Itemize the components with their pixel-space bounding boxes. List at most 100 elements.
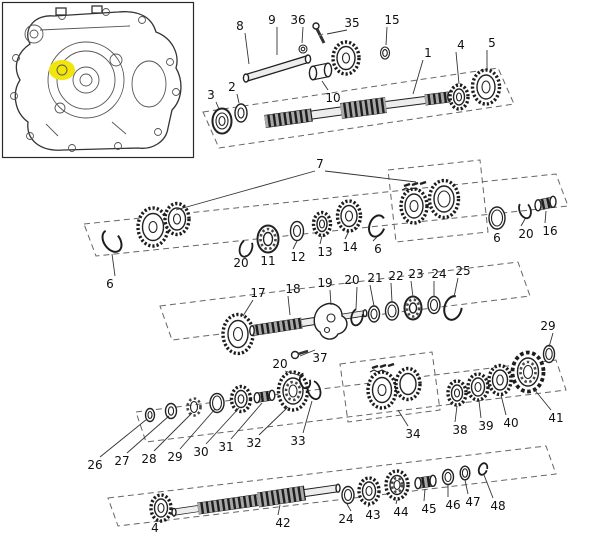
part-label-36: 36 — [290, 13, 305, 27]
part-label-16: 16 — [542, 224, 557, 238]
leader-line-20 — [520, 218, 526, 227]
leader-line-34 — [397, 409, 409, 427]
leader-line-27 — [126, 415, 170, 454]
leader-line-28 — [153, 412, 193, 452]
synchro-assembly-7 — [399, 178, 461, 225]
part-label-24: 24 — [338, 512, 353, 526]
leader-line-35 — [326, 29, 348, 35]
leader-line-19 — [329, 289, 332, 306]
bushing-part-45 — [414, 474, 437, 490]
part-label-24: 24 — [431, 267, 446, 281]
leader-line-29 — [179, 408, 216, 450]
input-shaft-part-1 — [264, 91, 453, 128]
part-label-26: 26 — [87, 458, 102, 472]
sprocket-part-41 — [510, 350, 546, 394]
part-label-5: 5 — [488, 36, 496, 50]
leader-line-12 — [292, 240, 298, 250]
washer-part-21 — [367, 305, 381, 323]
leader-line-21 — [369, 284, 375, 307]
part-label-25: 25 — [455, 264, 470, 278]
leader-line-33 — [302, 400, 313, 434]
leader-line-39 — [478, 400, 482, 419]
part-label-44: 44 — [393, 505, 408, 519]
circlip-part-6-left — [101, 229, 123, 253]
part-label-29: 29 — [167, 450, 182, 464]
leader-line-31 — [230, 402, 263, 440]
circlip-part-20-c — [350, 307, 364, 327]
leader-line-45 — [423, 488, 426, 502]
washer-part-12 — [289, 220, 305, 242]
leader-line-18 — [287, 295, 291, 316]
circlip-part-6-b — [368, 214, 386, 238]
circlip-part-33 — [306, 379, 322, 401]
leader-line-3 — [215, 101, 220, 110]
circlip-part-20-a — [238, 238, 254, 258]
leader-line-7 — [324, 170, 417, 183]
leader-line-40 — [500, 394, 507, 416]
dashed-box-gear-row-3 — [159, 261, 531, 341]
part-label-1: 1 — [424, 46, 432, 60]
gear-part-39 — [466, 372, 490, 402]
gear-part-32 — [276, 370, 310, 412]
part-label-20: 20 — [272, 357, 287, 371]
gear-part-5 — [470, 68, 502, 106]
part-label-29: 29 — [540, 319, 555, 333]
part-label-10: 10 — [325, 91, 340, 105]
dashed-box-synchro-7 — [387, 159, 489, 243]
leader-line-30 — [205, 407, 240, 445]
inset-crankcase-view — [1, 1, 195, 159]
leader-line-25 — [453, 277, 459, 298]
dashed-box-synchro-34 — [339, 351, 441, 423]
part-label-43: 43 — [365, 508, 380, 522]
leader-line-48 — [483, 474, 494, 499]
washer-part-27 — [164, 402, 178, 420]
gear-part-4-top — [448, 83, 470, 111]
washer-part-24-a — [427, 295, 441, 315]
part-label-13: 13 — [317, 245, 332, 259]
leader-line-7 — [175, 170, 316, 211]
part-label-20: 20 — [344, 273, 359, 287]
bearing-part-23 — [403, 295, 423, 321]
gear-part-40 — [487, 363, 513, 397]
rod-part-8-9 — [242, 54, 312, 83]
leader-line-6 — [372, 236, 378, 242]
leader-line-24 — [346, 503, 352, 512]
part-label-6: 6 — [493, 231, 501, 245]
output-shaft-part-42 — [171, 483, 341, 517]
washer-part-2 — [234, 103, 248, 123]
bushing-part-31 — [253, 389, 276, 404]
bearing-part-11 — [256, 224, 280, 254]
part-label-45: 45 — [421, 502, 436, 516]
gear-part-4-bottom — [149, 493, 173, 523]
part-label-39: 39 — [478, 419, 493, 433]
part-label-20: 20 — [518, 227, 533, 241]
bolt-part-35 — [312, 22, 326, 44]
part-label-48: 48 — [490, 499, 505, 513]
part-label-4: 4 — [151, 521, 159, 535]
part-label-31: 31 — [218, 440, 233, 454]
ring-part-15 — [379, 46, 391, 60]
leader-line-42 — [277, 504, 281, 516]
part-label-22: 22 — [388, 269, 403, 283]
part-label-34: 34 — [405, 427, 420, 441]
washer-part-36 — [298, 44, 308, 54]
leader-line-32 — [258, 406, 289, 436]
part-label-15: 15 — [384, 13, 399, 27]
gear-part-17 — [221, 312, 255, 356]
ring-part-22 — [384, 301, 400, 321]
part-label-4: 4 — [457, 38, 465, 52]
leader-line-1 — [412, 59, 424, 95]
leader-line-6 — [111, 253, 116, 277]
part-label-38: 38 — [452, 423, 467, 437]
dashed-box-output-shaft — [107, 445, 557, 527]
part-label-47: 47 — [465, 495, 480, 509]
circlip-part-48 — [477, 462, 489, 476]
wave-washer-part-28 — [186, 397, 202, 417]
leader-line-4 — [455, 51, 460, 85]
washer-part-46 — [441, 468, 455, 486]
leader-lines — [99, 26, 554, 522]
leader-line-10 — [321, 80, 329, 91]
leader-line-47 — [464, 479, 469, 495]
bushing-part-16 — [534, 195, 557, 212]
